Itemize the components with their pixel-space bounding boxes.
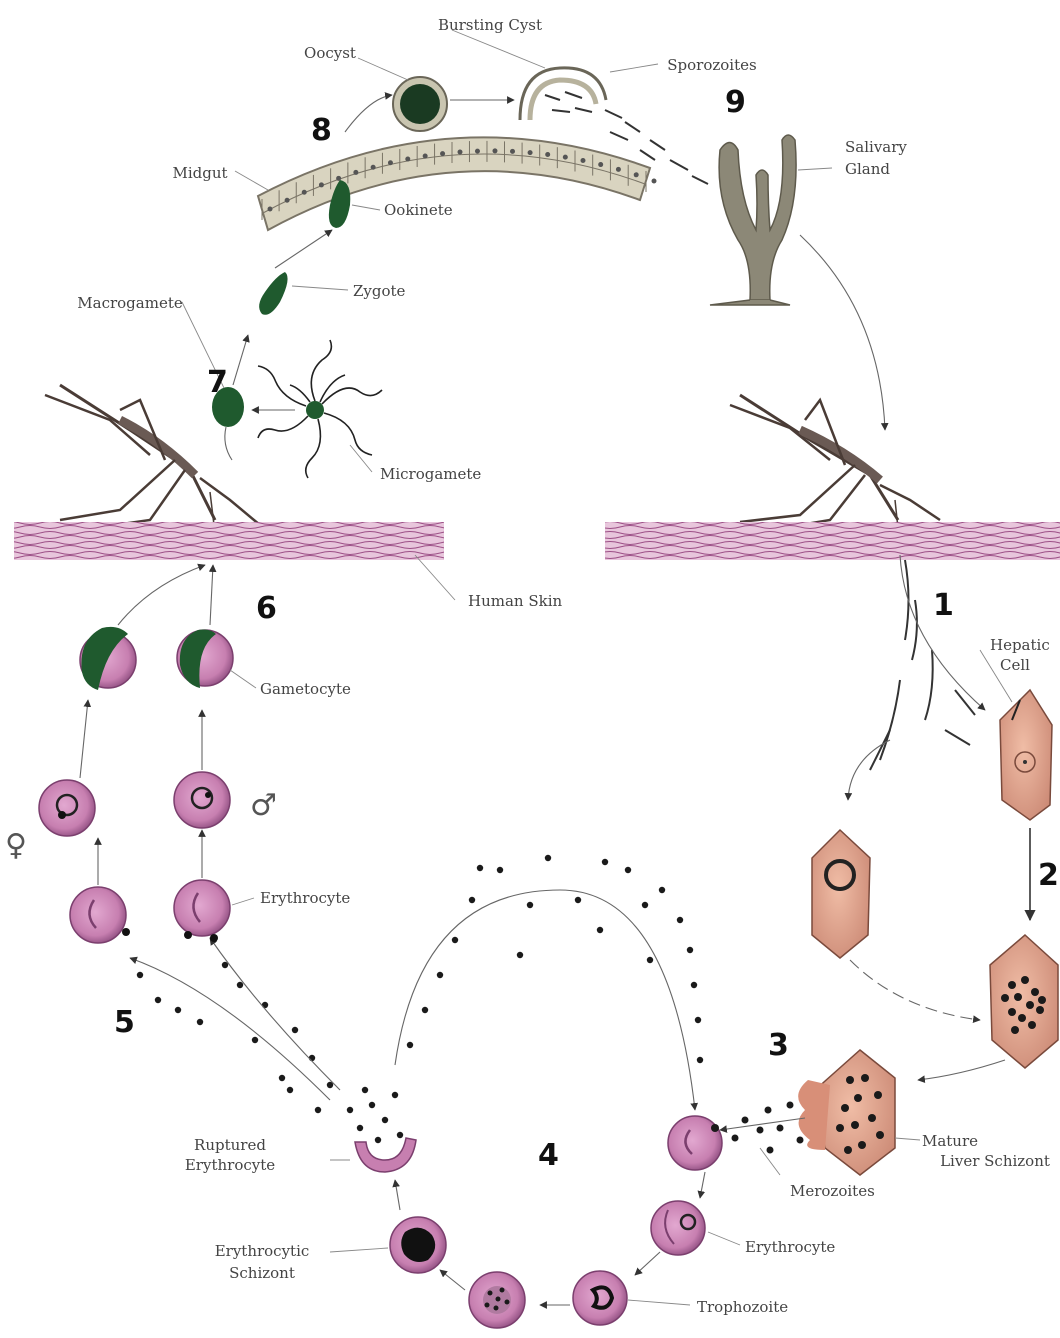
ruptured-erythrocyte: [355, 1138, 416, 1172]
step-number-9: 9: [725, 85, 746, 120]
step-number-3: 3: [768, 1028, 789, 1063]
label-schizont: Schizont: [229, 1264, 295, 1282]
erythrocyte-right-lower: [174, 880, 230, 942]
hepatic-cell: [1000, 690, 1052, 820]
erythrocyte-left-mid: [39, 780, 95, 836]
microgamete: [258, 340, 382, 478]
label-macrogamete: Macrogamete: [77, 294, 183, 312]
hepatic-cell-dormant: [812, 830, 870, 958]
label-ruptured-erythrocyte: Erythrocyte: [185, 1156, 275, 1174]
erythrocyte-ring: [651, 1201, 705, 1255]
label-mature: Mature: [922, 1132, 978, 1150]
label-gland: Gland: [845, 160, 890, 178]
label-merozoites: Merozoites: [790, 1182, 875, 1200]
step-number-4: 4: [538, 1138, 559, 1173]
label-liver-schizont: Liver Schizont: [940, 1152, 1050, 1170]
step-number-5: 5: [114, 1005, 135, 1040]
erythrocytic-schizont: [390, 1217, 446, 1273]
female-symbol: ♀: [5, 828, 27, 863]
label-zygote: Zygote: [353, 282, 406, 300]
step-number-7: 7: [207, 365, 228, 400]
erythrocyte-infected: [668, 1116, 722, 1170]
liver-schizont: [990, 935, 1058, 1068]
gametocyte-female: [80, 627, 136, 690]
human-skin-right: [605, 522, 1060, 560]
human-skin-left: [14, 522, 444, 560]
zygote: [259, 272, 287, 315]
label-ookinete: Ookinete: [384, 201, 453, 219]
step-number-6: 6: [256, 591, 277, 626]
mature-liver-schizont: [798, 1050, 895, 1175]
merozoites-released: [732, 1102, 804, 1154]
trophozoite-cell: [573, 1271, 627, 1325]
mosquito-right: [730, 395, 940, 528]
step-number-2: 2: [1038, 858, 1059, 893]
erythrocyte-left-lower: [70, 887, 130, 943]
oocyst: [393, 77, 447, 131]
label-trophozoite: Trophozoite: [697, 1298, 788, 1316]
label-human-skin: Human Skin: [468, 592, 562, 610]
sporozoite-wisps: [870, 560, 975, 770]
erythrocyte-right-mid: [174, 772, 230, 828]
label-hepatic: Hepatic: [990, 636, 1050, 654]
male-symbol: ♂: [250, 788, 277, 823]
label-bursting-cyst: Bursting Cyst: [438, 16, 542, 34]
label-ruptured: Ruptured: [194, 1136, 266, 1154]
label-sporozoites: Sporozoites: [667, 56, 756, 74]
label-erythrocyte-lower: Erythrocyte: [745, 1238, 835, 1256]
step-number-8: 8: [311, 113, 332, 148]
label-salivary: Salivary: [845, 138, 907, 156]
developing-schizont: [469, 1272, 525, 1328]
label-cell: Cell: [1000, 656, 1030, 674]
label-gametocyte: Gametocyte: [260, 680, 351, 698]
salivary-gland: [710, 135, 796, 305]
label-erythrocyte-upper: Erythrocyte: [260, 889, 350, 907]
label-midgut: Midgut: [172, 164, 227, 182]
label-microgamete: Microgamete: [380, 465, 481, 483]
label-oocyst: Oocyst: [304, 44, 356, 62]
gametocyte-male: [177, 630, 233, 689]
midgut-wall: [258, 137, 657, 230]
label-erythrocytic: Erythrocytic: [215, 1242, 310, 1260]
step-number-1: 1: [933, 588, 954, 623]
